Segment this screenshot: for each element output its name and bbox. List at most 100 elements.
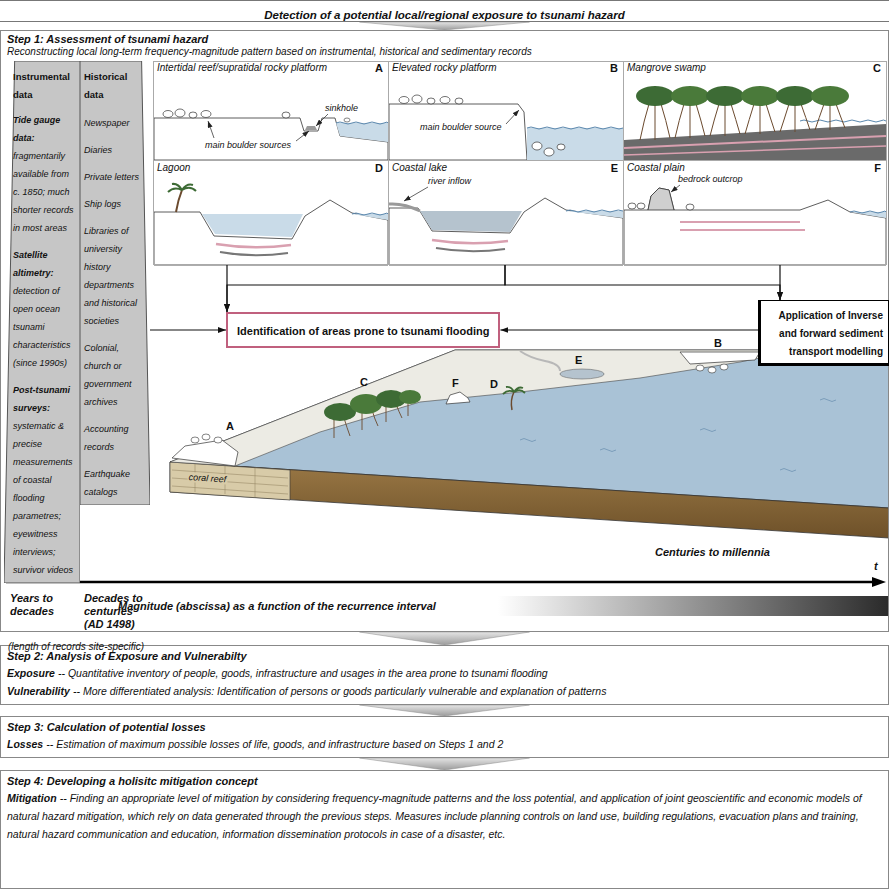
sketch-part [176,190,182,212]
panel-letter: C [873,62,881,74]
sketch-part [503,387,525,394]
site-letter: E [575,354,582,366]
sketch-part [811,86,849,106]
text-group: Post-tsunami surveys: [13,379,76,415]
node-text: Libraries of university history departme… [84,226,137,326]
panel-letter: E [611,162,618,174]
node-text: Instrumental data [13,71,70,100]
sketch-part [637,203,645,209]
text-group: Colonial, church or government archives [84,337,142,409]
sketch-part [344,118,350,122]
flow-chevron [360,632,530,645]
annotation: main boulder sources [205,140,291,150]
sketch-part [154,118,388,160]
text-group: Mitigation-- Finding an appropriate leve… [7,788,882,842]
time-axis [6,577,886,587]
sketch-part [520,351,560,371]
node-text: Vulnerability [7,685,70,697]
panel-e-sketch [389,187,623,265]
sketch-part [506,110,519,124]
sketch-part [191,437,199,443]
record-column: Historical dataNewspaperDiariesPrivate l… [80,61,150,505]
sketch-part [6,581,872,584]
sketch-part [352,213,388,215]
sketch-part [636,86,674,106]
coast-block-diagram [170,350,889,538]
sketch-part [850,212,886,218]
text-group: Ship logs [84,193,142,211]
node-text: Identification of areas prone to tsunami… [237,325,489,337]
sketch-part [544,148,554,156]
sketch-part [305,126,317,130]
sketch-part [404,187,428,201]
sketch-part [316,114,328,126]
sketch-part [560,369,604,379]
text-group: Accounting records [84,418,142,454]
sketch-part [628,203,636,209]
sketch-part [216,244,291,247]
text-group: Newspaper [84,112,142,130]
panel-title: Elevated rocky platform [392,62,497,74]
text-group: Step 3: Calculation of potential losses [7,721,882,734]
node-text: Earthquake catalogs [84,469,130,497]
sketch-part [175,109,185,117]
panel-letter: B [610,62,618,74]
annotation: main boulder source [420,122,502,132]
sketch-part [686,204,694,210]
text-group: fragmentarily available from c. 1850; mu… [13,145,76,235]
site-letter: B [714,337,722,349]
text-group: Step 4: Developing a holisitc mitigation… [7,775,882,788]
sketch-part [282,112,290,118]
sketch-part [399,390,421,404]
sketch-part [520,399,836,472]
sketch-part [172,440,238,466]
sketch-part [566,211,623,218]
panel-title: Coastal plain [627,162,685,174]
site-letter: A [226,420,234,432]
panel-title: Intertidal reef/supratidal rocky platfor… [157,62,327,74]
panel-d-sketch [154,184,388,265]
step-panel: Step 1: Assessment of tsunami hazardReco… [0,30,889,632]
sketch-part [170,350,889,508]
sketch-part [741,86,779,106]
setting-panel: Coastal plainFbedrock outcrop [623,160,887,265]
arrow-connector [779,265,780,300]
node-text: Step 3: Calculation of potential losses [7,721,882,734]
sketch-part [455,98,463,104]
panel-letter: F [874,162,881,174]
sketch-part [648,188,674,210]
node-text: Tide gauge data: [13,115,60,143]
text-group: Private letters [84,166,142,184]
site-letter: F [452,377,459,389]
panel-a-sketch [154,109,388,160]
node-text: detection of open ocean tsunami characte… [13,286,71,368]
sketch-part [170,462,889,538]
node-text: Newspaper [84,118,130,128]
sketch-part [671,185,680,192]
sketch-part [296,131,309,141]
method-box: Application of Inverse and forward sedim… [758,300,889,366]
text-group: Diaries [84,139,142,157]
panel-b-sketch [389,95,623,160]
time-span-label: Centuries to millennia [655,546,770,559]
sketch-part [776,86,814,106]
sketch-part [202,214,303,237]
sketch-part [680,229,805,231]
text-group: Earthquake catalogs [84,463,142,499]
sketch-part [624,146,886,155]
sketch-part [511,392,514,410]
node-text: Accounting records [84,424,129,452]
sketch-part [168,184,196,192]
text-group: Exposure-- Quantitative inventory of peo… [7,663,882,681]
sketch-part [708,367,716,373]
sketch-part [446,392,470,404]
sketch-part [527,128,623,160]
node-text: Detection of a potential local/regional … [264,9,624,21]
node-text: systematic & precise measurements of coa… [13,421,73,575]
sketch-part [436,248,505,251]
node-text: Reconstructing local long-term frequency… [7,46,882,58]
sketch-part [163,111,173,118]
sketch-part [850,211,886,213]
setting-panel: Elevated rocky platform Bmain boulder sou… [388,61,624,161]
